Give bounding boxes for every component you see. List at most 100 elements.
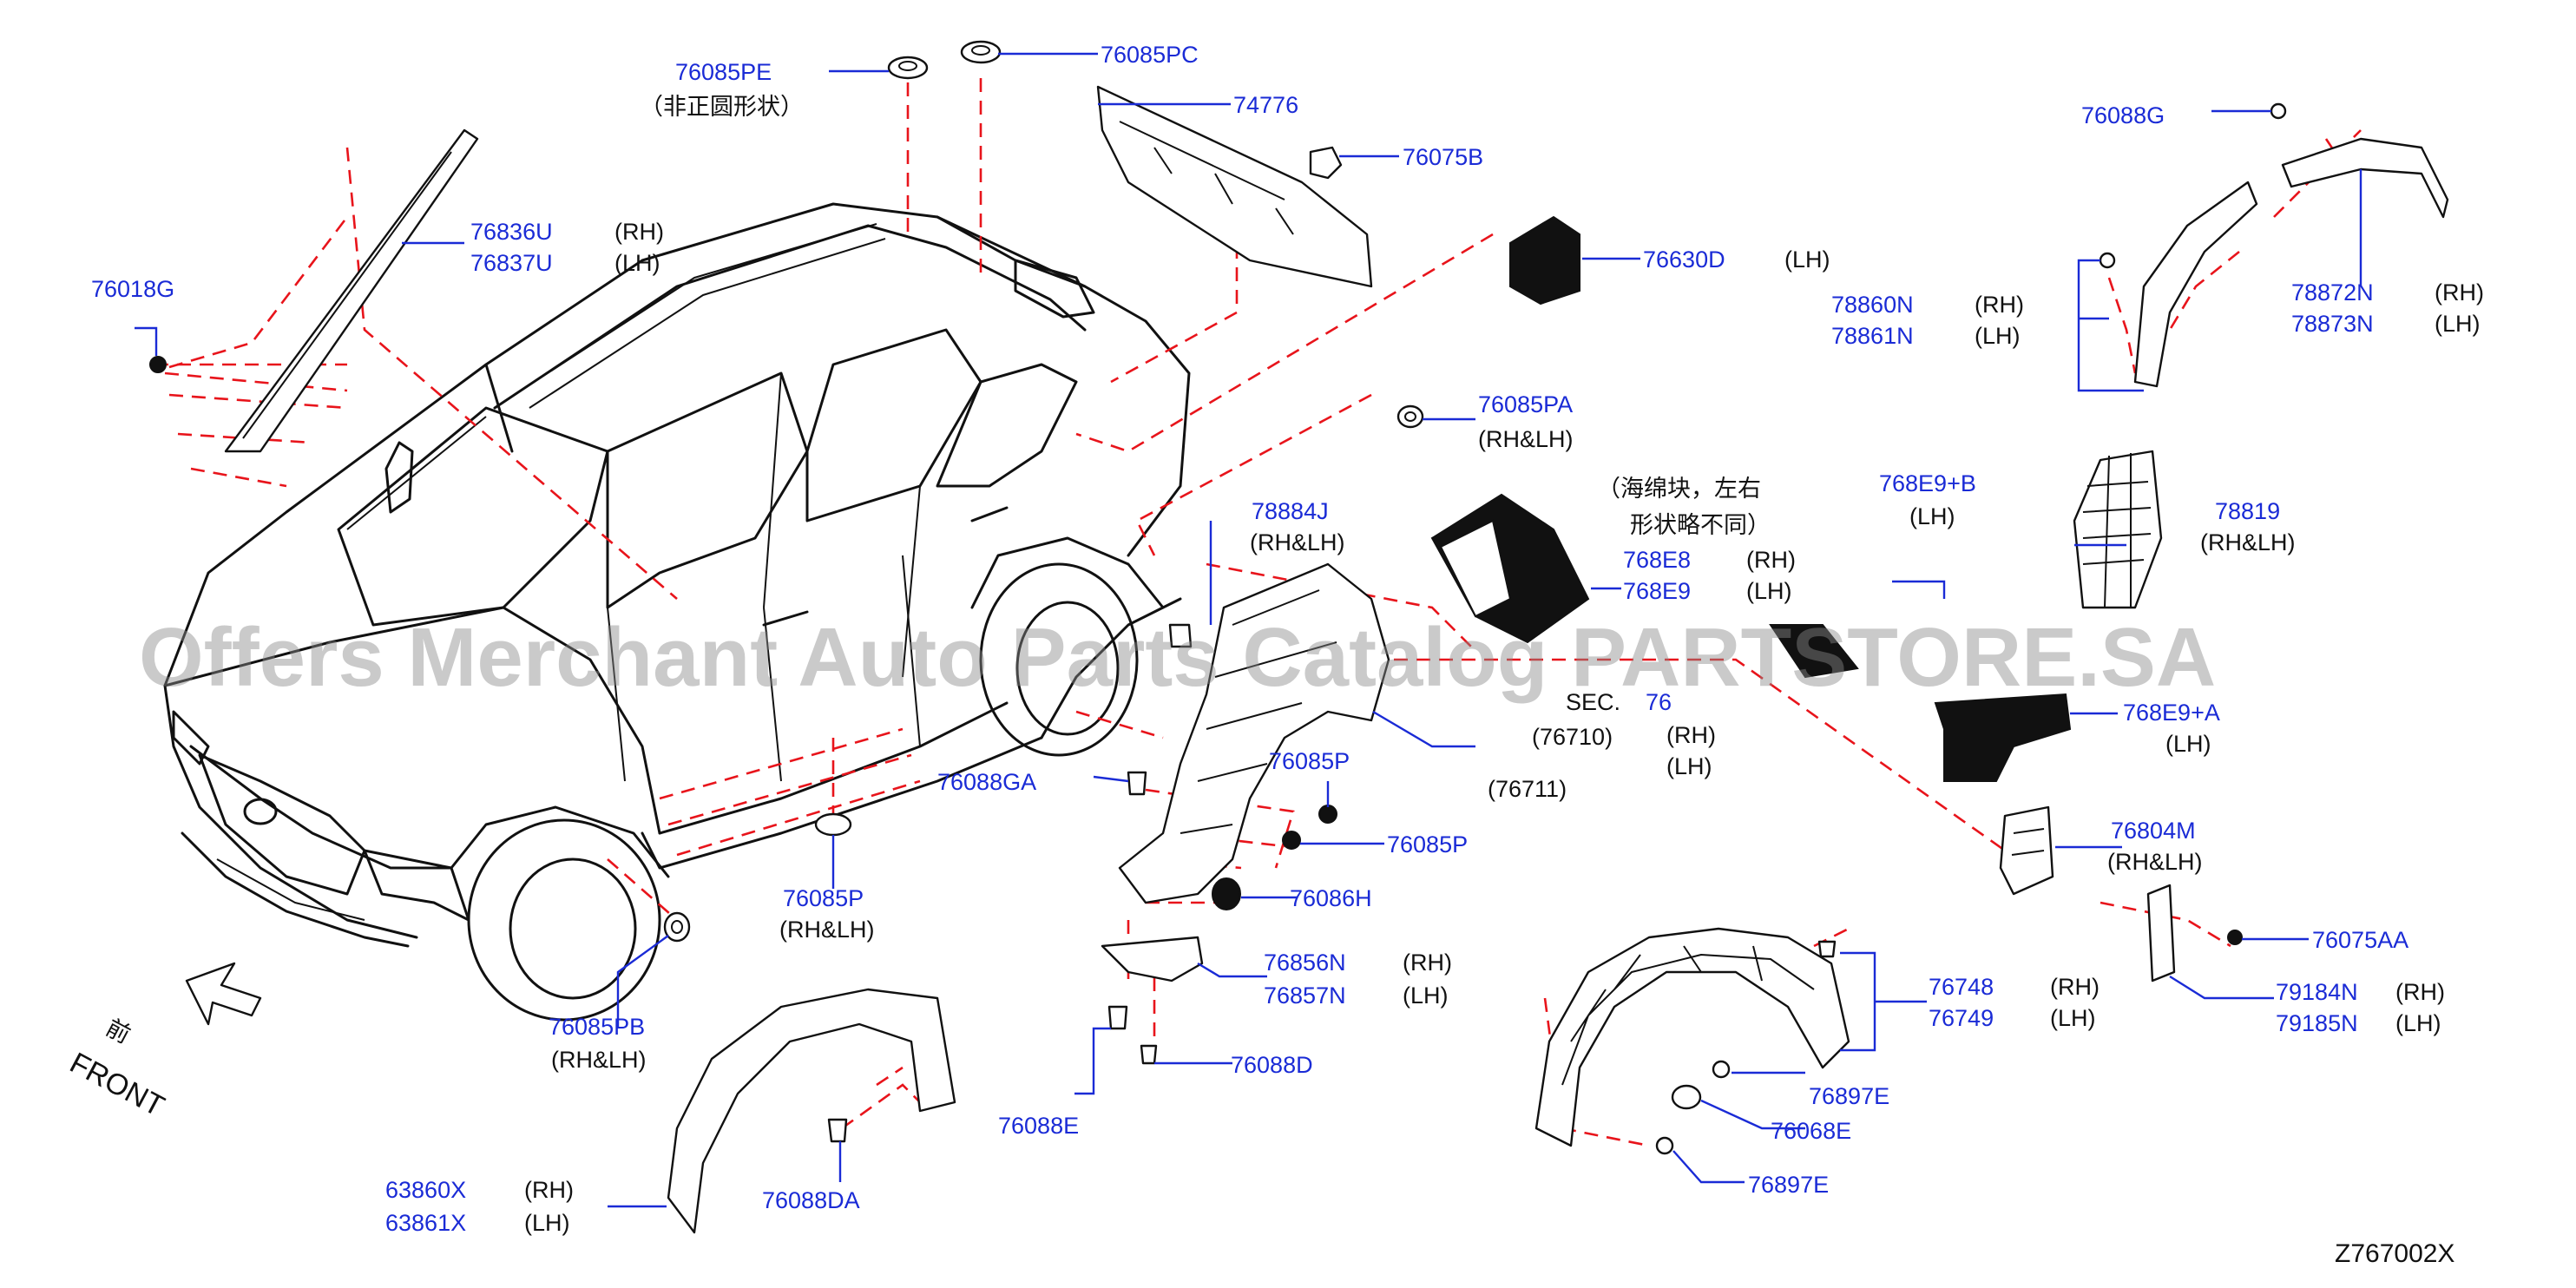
label-76085pb[interactable]: 76085PB — [549, 1014, 645, 1040]
plug-76085p-b — [1282, 831, 1301, 850]
label-76085pa[interactable]: 76085PA — [1478, 391, 1573, 417]
label-76085pc[interactable]: 76085PC — [1101, 42, 1199, 68]
label-76748[interactable]: 76748 — [1929, 974, 1994, 1000]
sec-ref: SEC. — [1566, 689, 1620, 715]
label-76088da[interactable]: 76088DA — [762, 1187, 860, 1213]
label-78819[interactable]: 78819 — [2215, 498, 2280, 524]
label-76857n[interactable]: 76857N — [1264, 982, 1346, 1009]
side-63861x: (LH) — [524, 1210, 570, 1236]
label-76856n[interactable]: 76856N — [1264, 950, 1346, 976]
clip-76897e-a — [1712, 1060, 1731, 1079]
grommet-76085pe — [887, 56, 929, 80]
label-78861n[interactable]: 78861N — [1831, 323, 1914, 349]
label-76897e-b[interactable]: 76897E — [1748, 1172, 1829, 1198]
note-76085pe: （非正圆形状） — [640, 94, 804, 121]
label-76837u[interactable]: 76837U — [470, 250, 553, 276]
label-768e9[interactable]: 768E9 — [1623, 578, 1691, 604]
note-sponge-1: （海绵块，左右 — [1597, 476, 1761, 503]
side-63860x: (RH) — [524, 1177, 574, 1203]
label-76088d[interactable]: 76088D — [1231, 1052, 1313, 1078]
side-79185n: (LH) — [2395, 1010, 2441, 1036]
front-label-en: FRONT — [64, 1047, 169, 1124]
side-76836u: (RH) — [614, 219, 664, 245]
label-76710: (76710) — [1532, 724, 1613, 750]
label-76088e[interactable]: 76088E — [998, 1113, 1079, 1139]
label-78884j[interactable]: 78884J — [1252, 498, 1329, 524]
label-76085p-a[interactable]: 76085P — [1269, 748, 1350, 774]
side-76837u: (LH) — [614, 250, 660, 276]
plug-76085p-a — [1318, 805, 1337, 824]
vent-78819 — [2073, 450, 2163, 609]
roof-bracket-74776 — [1096, 85, 1373, 288]
grommet-76085pb — [663, 911, 691, 943]
side-76804m: (RH&LH) — [2107, 849, 2203, 875]
label-76088g[interactable]: 76088G — [2081, 102, 2165, 128]
side-76856n: (RH) — [1403, 950, 1452, 976]
clip-76088da — [827, 1118, 848, 1143]
label-76749[interactable]: 76749 — [1929, 1005, 1994, 1031]
fender-liner-76710 — [1118, 562, 1390, 904]
side-78860n: (RH) — [1975, 292, 2024, 318]
label-76836u[interactable]: 76836U — [470, 219, 553, 245]
label-63861x[interactable]: 63861X — [385, 1210, 466, 1236]
clip-78884j — [1168, 623, 1193, 648]
label-76085p-b[interactable]: 76085P — [1387, 831, 1468, 858]
moulding-78860n — [2099, 181, 2258, 388]
vent-76804m — [1999, 805, 2054, 896]
side-768e9a: (LH) — [2165, 731, 2211, 757]
label-78860n[interactable]: 78860N — [1831, 292, 1914, 318]
sec-ref-number[interactable]: 76 — [1646, 689, 1672, 715]
side-79184n: (RH) — [2395, 979, 2445, 1005]
side-76748: (RH) — [2050, 974, 2100, 1000]
clip-76088ga — [1127, 771, 1147, 796]
label-768e8[interactable]: 768E8 — [1623, 547, 1691, 573]
label-79184n[interactable]: 79184N — [2276, 979, 2358, 1005]
label-76068e[interactable]: 76068E — [1771, 1118, 1851, 1144]
diagram-id: Z767002X — [2335, 1239, 2454, 1268]
label-76085p-c[interactable]: 76085P — [783, 885, 864, 911]
label-76075aa[interactable]: 76075AA — [2312, 927, 2408, 953]
front-arch-moulding-63860x — [667, 988, 956, 1234]
label-76085pe[interactable]: 76085PE — [675, 59, 772, 85]
side-78884j: (RH&LH) — [1250, 529, 1345, 555]
block-768e9b — [1769, 624, 1859, 679]
label-63860x[interactable]: 63860X — [385, 1177, 466, 1203]
label-76711: (76711) — [1488, 776, 1567, 802]
label-76804m[interactable]: 76804M — [2111, 818, 2196, 844]
label-768e9a[interactable]: 768E9+A — [2123, 700, 2220, 726]
label-76897e-a[interactable]: 76897E — [1809, 1083, 1889, 1109]
side-76749: (LH) — [2050, 1005, 2096, 1031]
front-direction-arrow — [185, 962, 262, 1026]
label-76018g[interactable]: 76018G — [91, 276, 174, 302]
label-78872n[interactable]: 78872N — [2291, 279, 2374, 306]
label-76630d[interactable]: 76630D — [1643, 246, 1725, 273]
label-768e9b[interactable]: 768E9+B — [1879, 470, 1976, 496]
side-78819: (RH&LH) — [2200, 529, 2296, 555]
side-76710: (RH) — [1666, 722, 1716, 748]
clip-76075aa — [2227, 930, 2243, 945]
note-sponge-2: 形状略不同） — [1630, 512, 1771, 539]
side-76085p-c: (RH&LH) — [779, 917, 875, 943]
side-78861n: (LH) — [1975, 323, 2021, 349]
label-76088ga[interactable]: 76088GA — [937, 769, 1036, 795]
bracket-76856n — [1101, 936, 1204, 982]
vehicle-drawing — [163, 202, 1191, 1022]
label-74776[interactable]: 74776 — [1233, 92, 1298, 118]
front-label-cn: 前 — [102, 1015, 135, 1049]
label-78873n[interactable]: 78873N — [2291, 311, 2374, 337]
side-76857n: (LH) — [1403, 982, 1449, 1009]
label-76075b[interactable]: 76075B — [1403, 144, 1483, 170]
block-768e9a — [1934, 693, 2072, 782]
pillar-garnish-part — [224, 128, 479, 453]
rear-fender-liner-76748 — [1534, 927, 1850, 1147]
watermark: Offers Merchant Auto Parts Catalog PARTS… — [139, 611, 2216, 704]
label-79185n[interactable]: 79185N — [2276, 1010, 2358, 1036]
sponge-768e8 — [1430, 493, 1590, 644]
side-76630d: (LH) — [1784, 246, 1830, 273]
clip-76748-top — [1817, 940, 1837, 958]
side-76711: (LH) — [1666, 753, 1712, 779]
grommet-76085pa — [1396, 404, 1424, 429]
label-76086h[interactable]: 76086H — [1290, 885, 1372, 911]
grommet-76085pc — [960, 40, 1002, 64]
